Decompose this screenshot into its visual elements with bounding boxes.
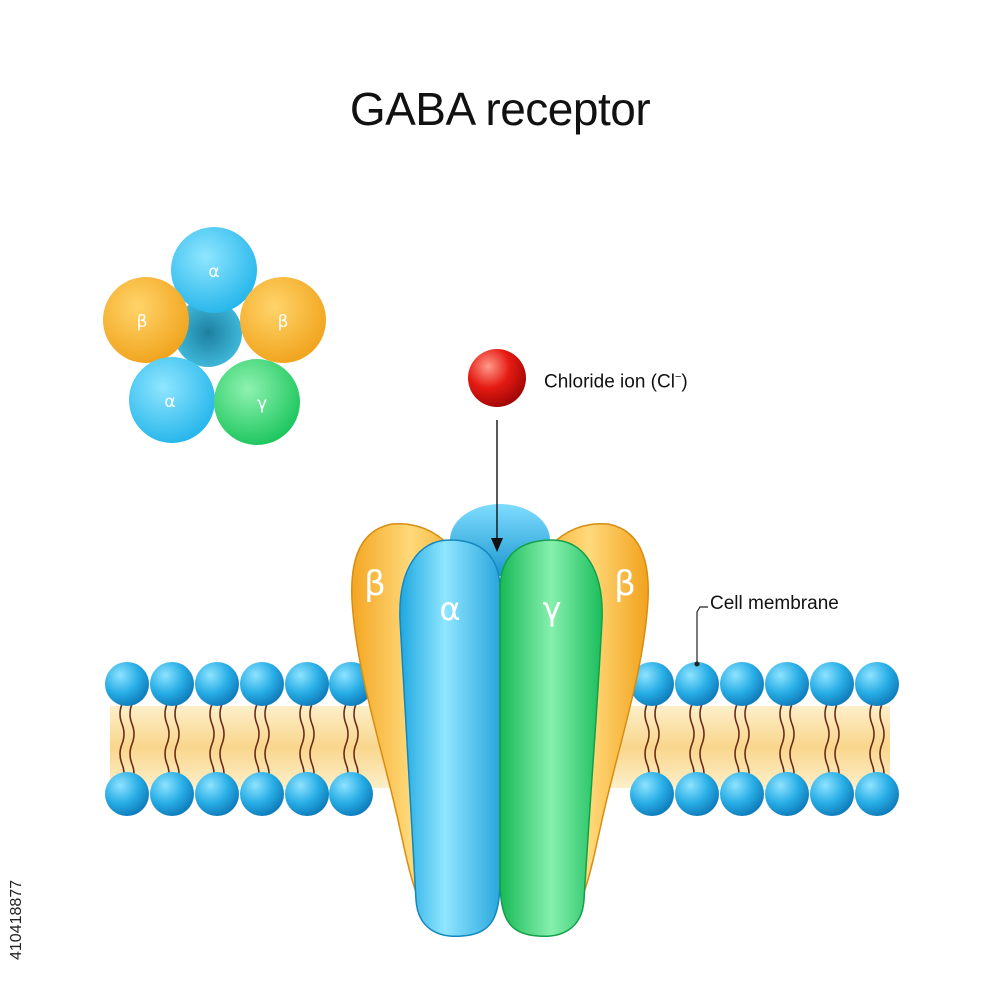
lipid-tail xyxy=(209,703,215,785)
lipid-head xyxy=(285,662,329,706)
top-view-beta-subunit-left xyxy=(103,277,189,363)
top-gamma-label: γ xyxy=(257,394,267,414)
cell-membrane-leader-dot xyxy=(694,661,700,667)
diagram-title: GABA receptor xyxy=(349,83,651,135)
stock-id-text: 410418877 xyxy=(8,879,25,960)
lipid-tail xyxy=(699,703,705,785)
lipid-tail xyxy=(689,703,695,785)
top-view-gamma-subunit xyxy=(214,359,300,445)
lipid-tail xyxy=(343,703,349,785)
lipid-head xyxy=(765,662,809,706)
top-alpha-label: α xyxy=(208,262,219,282)
lipid-tail xyxy=(779,703,785,785)
lipid-tail xyxy=(744,703,750,785)
lipid-tail xyxy=(654,703,660,785)
chloride-ion xyxy=(468,349,526,407)
lipid-tail xyxy=(299,703,305,785)
lipid-head xyxy=(675,662,719,706)
lipid-tail xyxy=(824,703,830,785)
lipid-head xyxy=(285,772,329,816)
lipid-tail xyxy=(119,703,125,785)
cell-membrane-leader xyxy=(694,606,708,667)
lipid-head xyxy=(240,662,284,706)
lipid-head xyxy=(855,662,899,706)
chloride-label-suffix: ) xyxy=(681,371,688,393)
lipid-tail xyxy=(879,703,885,785)
lipid-tail xyxy=(834,703,840,785)
side-alpha-label: α xyxy=(439,590,460,628)
top-view-alpha-subunit-lower xyxy=(129,357,215,443)
cell-membrane-label: Cell membrane xyxy=(710,593,839,614)
lipid-head xyxy=(195,772,239,816)
pore-center xyxy=(174,299,242,367)
top-beta-right-label: β xyxy=(278,312,289,332)
lipid-head xyxy=(810,662,854,706)
chloride-ion-label: Chloride ion (Cl−) xyxy=(544,371,688,393)
lipid-head xyxy=(855,772,899,816)
pentamer-top-view: α β β α γ xyxy=(103,227,326,445)
lipid-tail xyxy=(869,703,875,785)
lipid-head xyxy=(630,662,674,706)
lipid-tail xyxy=(254,703,260,785)
lipid-head xyxy=(675,772,719,816)
lipid-tail xyxy=(219,703,225,785)
gamma-subunit xyxy=(499,539,603,938)
top-view-beta-subunit-right xyxy=(240,277,326,363)
lipid-tail xyxy=(129,703,135,785)
chloride-label-text: Chloride ion (Cl xyxy=(544,371,675,393)
lipid-head xyxy=(720,662,764,706)
lipid-head xyxy=(720,772,764,816)
lipid-head xyxy=(329,772,373,816)
receptor-side-view: β α γ β xyxy=(351,504,649,938)
lipid-head xyxy=(105,662,149,706)
chloride-ion-group xyxy=(468,349,526,552)
lipid-head xyxy=(765,772,809,816)
lipid-tail xyxy=(734,703,740,785)
top-beta-left-label: β xyxy=(137,312,148,332)
side-gamma-label: γ xyxy=(543,590,562,628)
chloride-arrow-head xyxy=(491,538,503,552)
side-beta-right-label: β xyxy=(614,564,636,604)
side-beta-left-label: β xyxy=(364,564,386,604)
lipid-head xyxy=(150,772,194,816)
top-alpha-lower-label: α xyxy=(164,392,175,412)
lipid-head xyxy=(150,662,194,706)
lipid-head xyxy=(105,772,149,816)
lipid-tail xyxy=(264,703,270,785)
lipid-tail xyxy=(644,703,650,785)
cell-membrane-leader-line xyxy=(696,606,708,662)
lipid-tail xyxy=(353,703,359,785)
chloride-charge: − xyxy=(674,371,682,383)
lipid-head xyxy=(810,772,854,816)
top-view-alpha-subunit xyxy=(171,227,257,313)
lipid-head xyxy=(240,772,284,816)
lipid-heads xyxy=(105,662,899,816)
lipid-tail xyxy=(789,703,795,785)
lipid-head xyxy=(630,772,674,816)
lipid-tail xyxy=(164,703,170,785)
lipid-tail xyxy=(309,703,315,785)
lipid-head xyxy=(195,662,239,706)
lipid-tail xyxy=(174,703,180,785)
lipid-tails xyxy=(119,703,885,785)
